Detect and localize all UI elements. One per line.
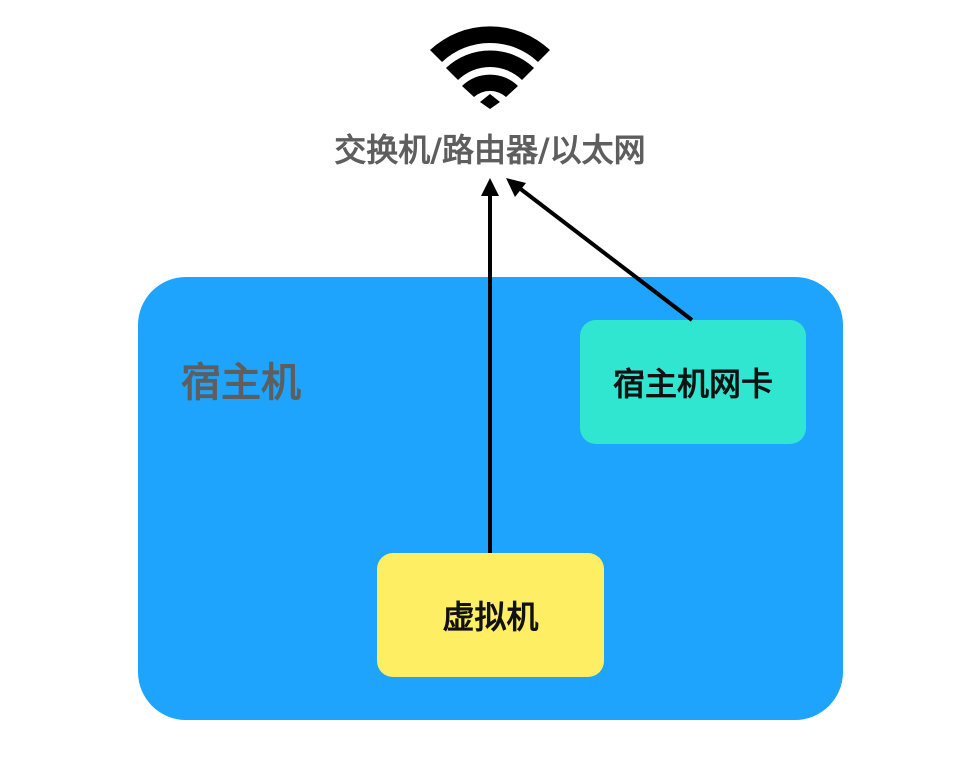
nic-to-network-arrowhead (506, 178, 526, 197)
wifi-icon (430, 26, 550, 109)
host-nic-box: 宿主机网卡 (580, 320, 806, 444)
network-label: 交换机/路由器/以太网 (334, 131, 646, 169)
host-nic-label: 宿主机网卡 (612, 365, 773, 403)
vm-to-network-arrowhead (481, 178, 499, 196)
virtual-machine-label: 虚拟机 (442, 598, 539, 636)
virtual-machine-box: 虚拟机 (377, 553, 604, 677)
host-machine-label: 宿主机 (181, 360, 301, 406)
